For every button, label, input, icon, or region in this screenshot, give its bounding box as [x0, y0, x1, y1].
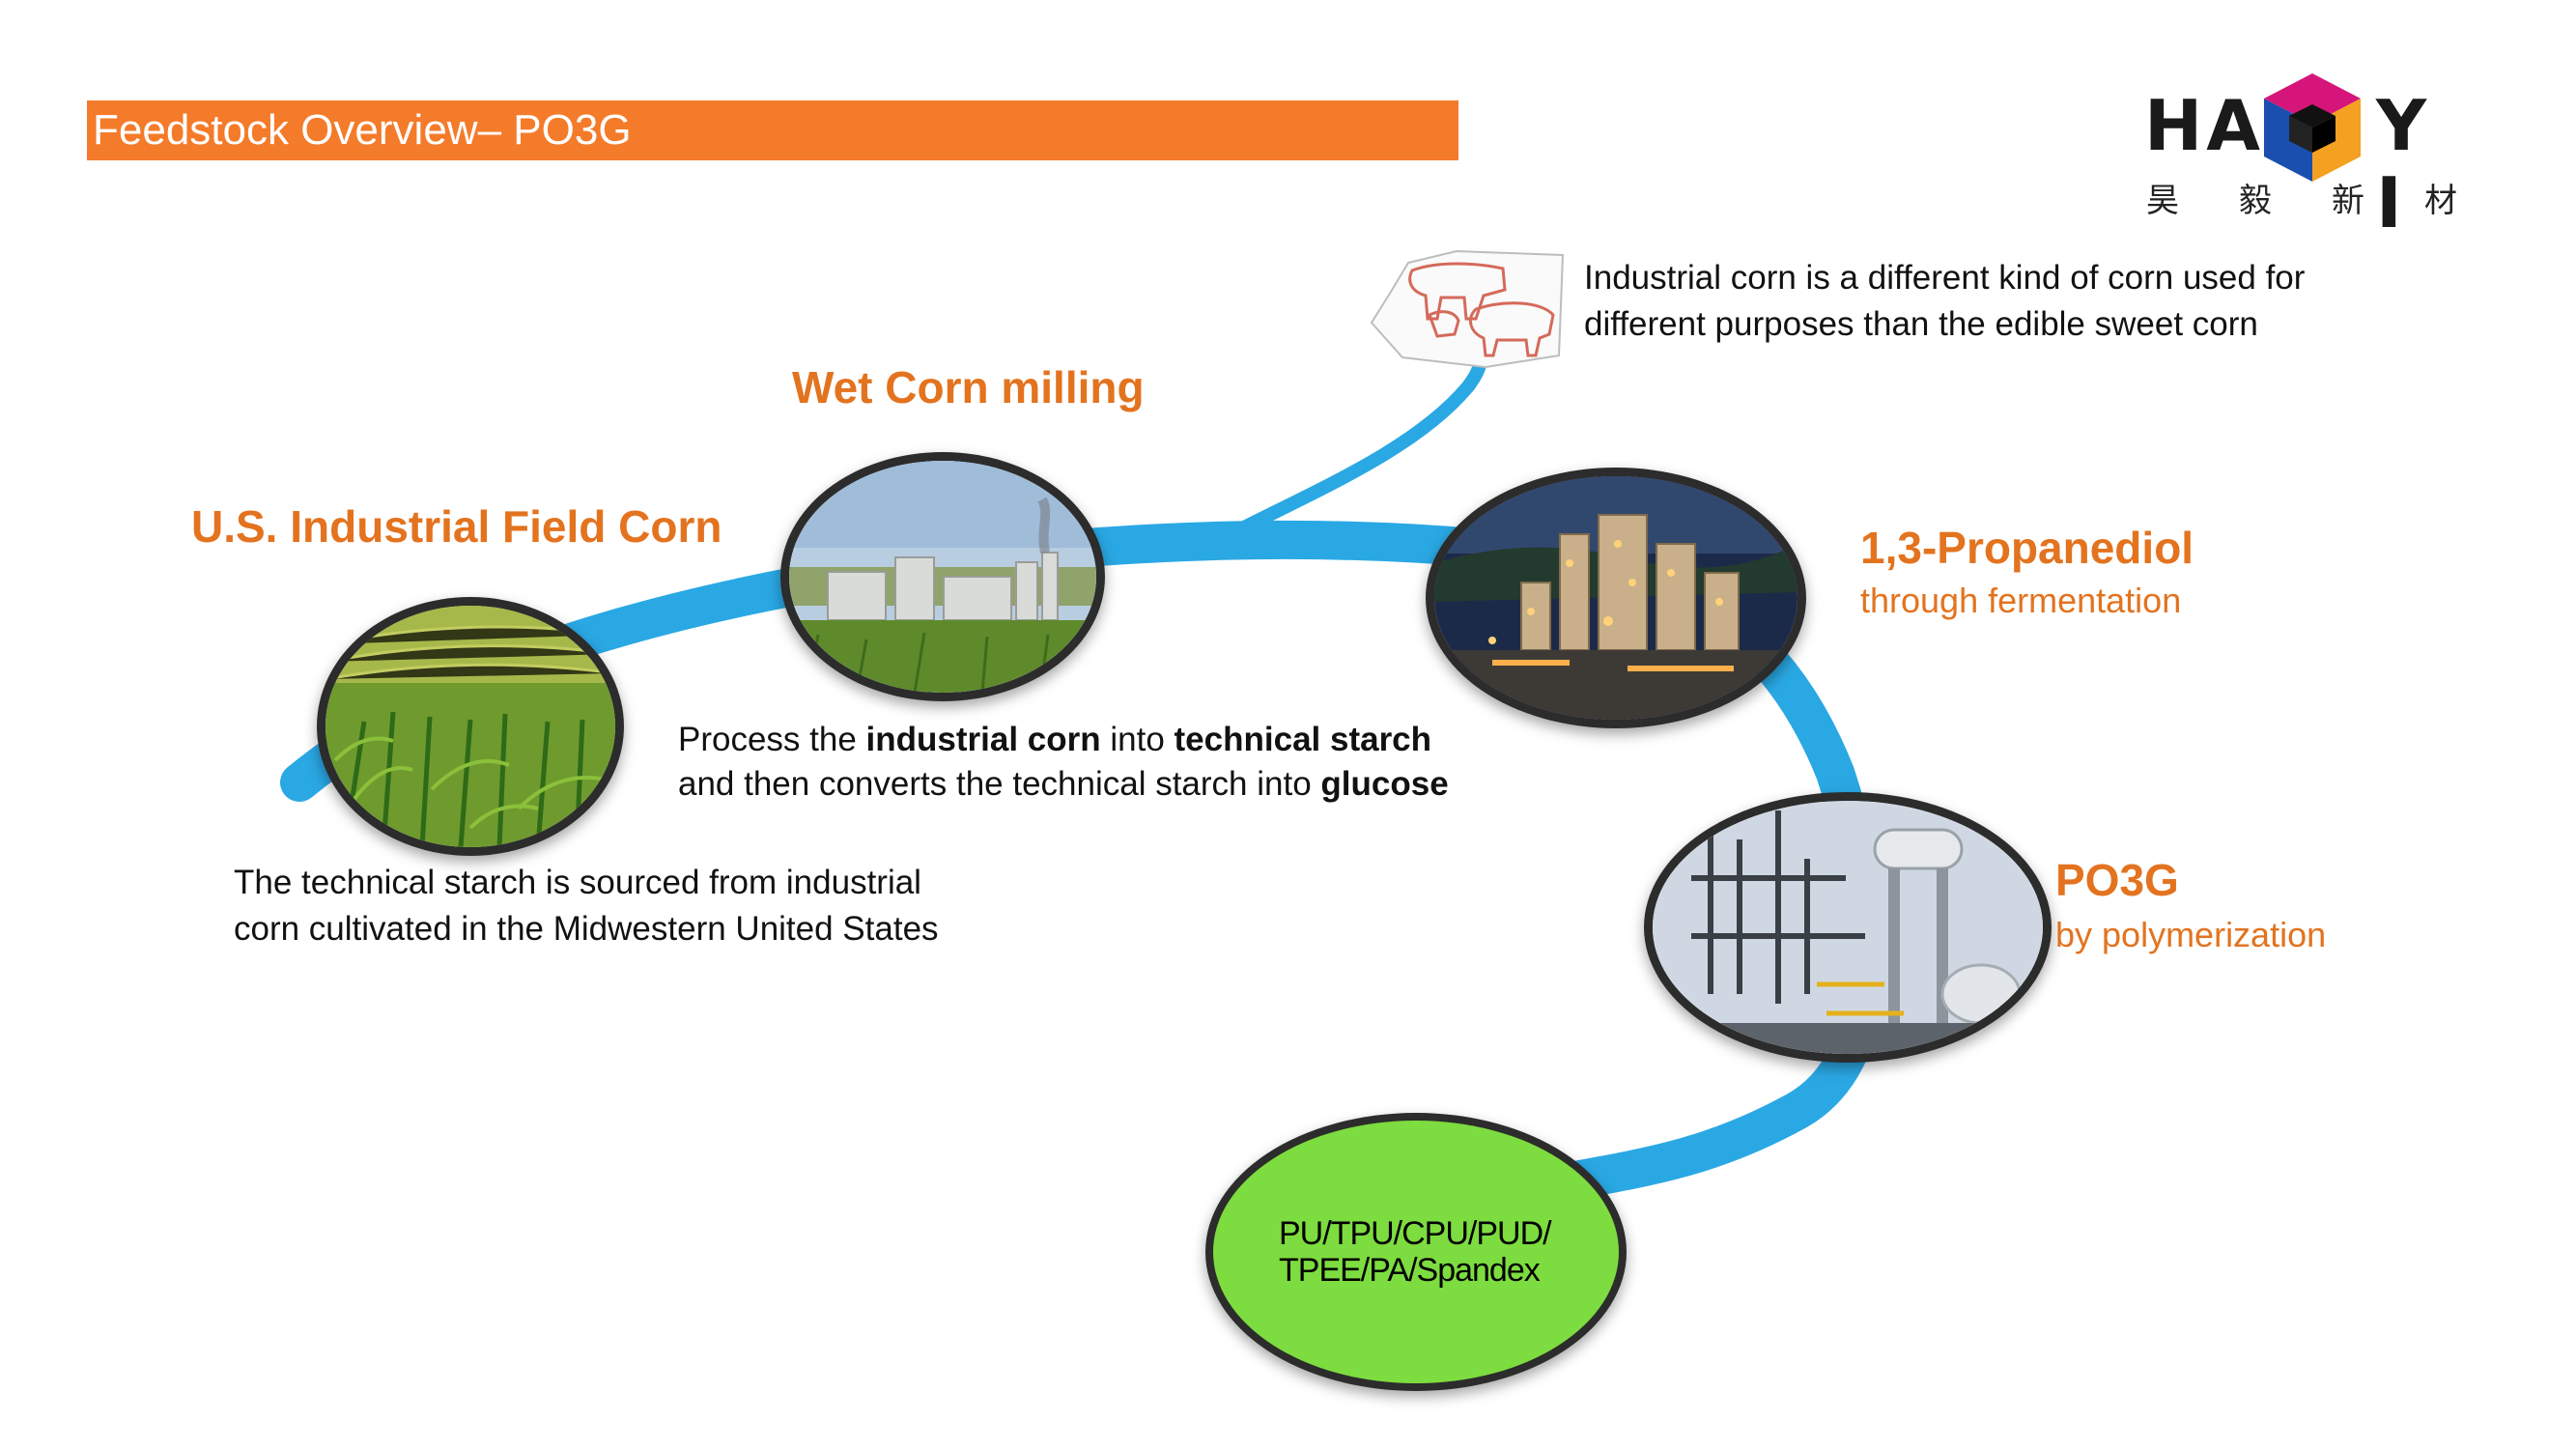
company-logo: HA Y I 昊毅新材 [2144, 68, 2517, 242]
step2-heading: Wet Corn milling [792, 362, 1145, 412]
milling-plant-image [789, 461, 1096, 693]
end-products-node: PU/TPU/CPU/PUD/ TPEE/PA/Spandex [1205, 1113, 1627, 1391]
step2-description-line1: Process the industrial corn into technic… [678, 721, 1432, 758]
step3-subheading: through fermentation [1860, 581, 2182, 620]
industrial-corn-note-line1: Industrial corn is a different kind of c… [1584, 259, 2306, 297]
livestock-map-icon [1370, 249, 1565, 369]
fermentation-plant-image [1434, 476, 1798, 720]
polymerization-plant-image [1653, 801, 2043, 1054]
logo-letters-left: HA [2144, 85, 2264, 166]
cube-logo-icon [2264, 73, 2361, 182]
po3g-plant-photo [1644, 792, 2052, 1063]
corn-field-photo [317, 597, 624, 856]
step3-heading: 1,3-Propanediol [1860, 523, 2194, 573]
logo-letters-right: Y I [2376, 85, 2454, 243]
title-bar [87, 100, 1458, 160]
corn-field-image [326, 606, 615, 847]
step1-description-line1: The technical starch is sourced from ind… [234, 864, 921, 901]
step1-description-line2: corn cultivated in the Midwestern United… [234, 910, 939, 948]
corn-milling-plant-photo [780, 452, 1105, 701]
step1-heading: U.S. Industrial Field Corn [191, 501, 722, 552]
end-products-label: PU/TPU/CPU/PUD/ TPEE/PA/Spandex [1279, 1215, 1552, 1289]
step4-subheading: by polymerization [2055, 915, 2327, 954]
step2-description-line2: and then converts the technical starch i… [678, 765, 1449, 803]
propanediol-plant-photo [1426, 468, 1806, 728]
industrial-corn-note-line2: different purposes than the edible sweet… [1584, 305, 2258, 343]
logo-chinese-name: 昊毅新材 [2146, 183, 2517, 219]
page-title: Feedstock Overview– PO3G [93, 106, 632, 154]
step4-heading: PO3G [2055, 855, 2179, 905]
